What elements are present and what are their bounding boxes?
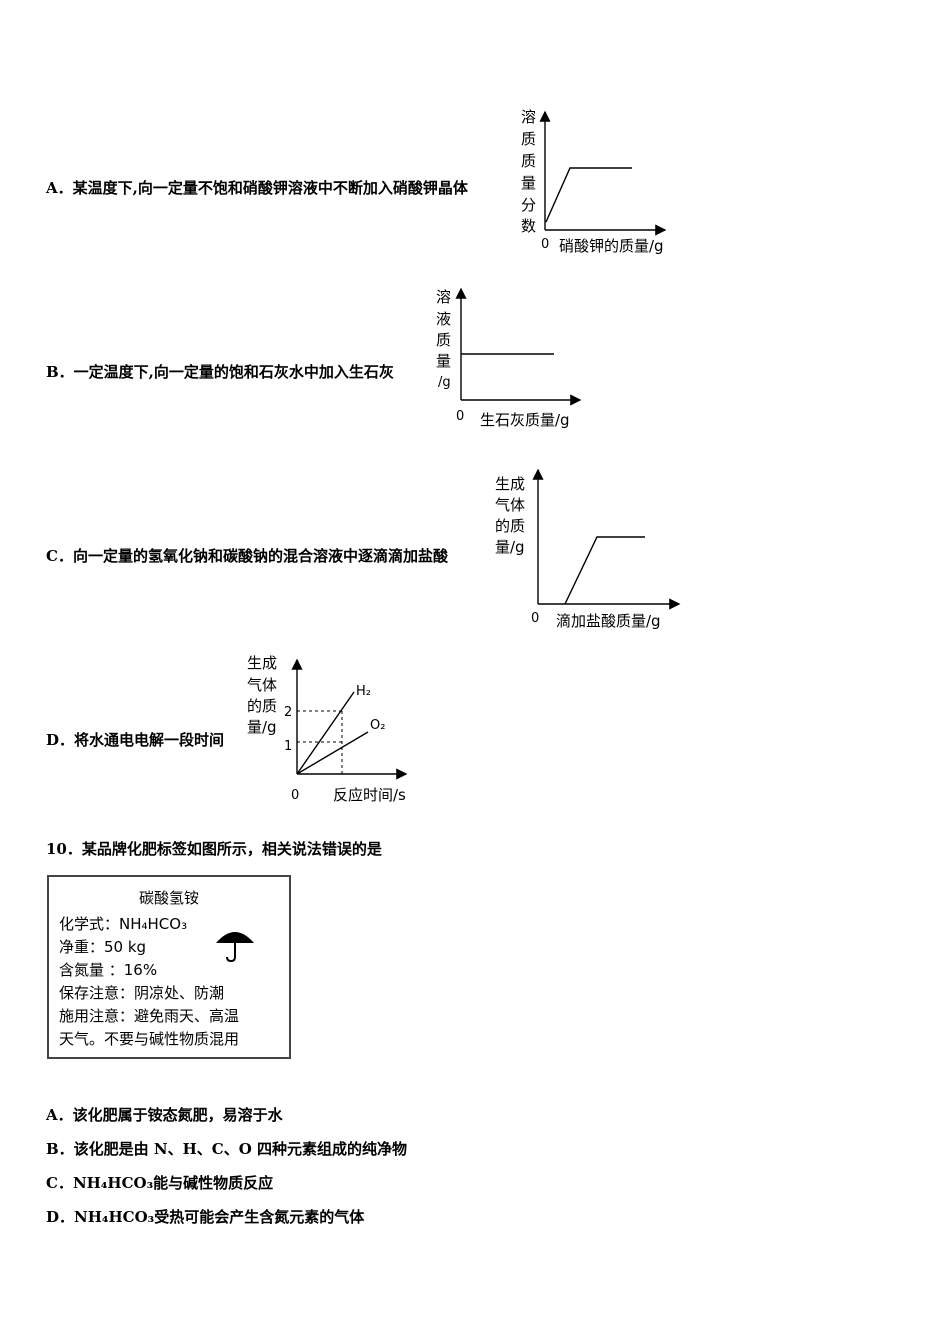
umbrella-icon [216, 932, 254, 963]
chart-d-label-o2: O₂ [370, 718, 385, 733]
chart-b-ylabel-char: 质 [436, 331, 451, 349]
chart-a-ylabel-char: 量 [521, 174, 536, 192]
chart-a-origin: 0 [541, 237, 549, 252]
fertilizer-label-formula: 化学式：NH₄HCO₃ [59, 915, 188, 933]
option-a-text: A．某温度下,向一定量不饱和硝酸钾溶液中不断加入硝酸钾晶体 [46, 179, 468, 197]
chart-d-ylabel-line: 的质 [247, 697, 277, 715]
fertilizer-label: 碳酸氢铵 化学式：NH₄HCO₃ 净重：50 kg 含氮量 ：16% 保存注意：… [47, 875, 291, 1059]
fertilizer-label-usage: 施用注意：避免雨天、高温 [59, 1007, 240, 1025]
fertilizer-label-usage-cont: 天气。不要与碱性物质混用 [59, 1030, 240, 1048]
chart-b-xlabel: 生石灰质量/g [480, 411, 570, 429]
fertilizer-label-weight: 净重：50 kg [59, 938, 147, 956]
chart-d-ylabel-line: 生成 [247, 654, 277, 672]
fertilizer-label-title: 碳酸氢铵 [138, 889, 199, 907]
q10-option-c: C．NH₄HCO₃能与碱性物质反应 [46, 1174, 274, 1192]
chart-b-ylabel-char: /g [438, 375, 451, 390]
chart-c-curve [564, 536, 645, 605]
chart-a-ylabel-char: 分 [521, 196, 536, 214]
chart-a-ylabel-char: 数 [521, 217, 536, 235]
chart-d-ylabel-line: 量/g [247, 718, 277, 736]
chart-d-series-o2 [296, 731, 369, 775]
chart-c-ylabel-line: 的质 [495, 517, 525, 535]
option-d-text: D．将水通电电解一段时间 [46, 731, 225, 749]
chart-d-xlabel: 反应时间/s [333, 786, 406, 804]
chart-c-ylabel-line: 气体 [495, 496, 525, 514]
chart-c-ylabel-line: 生成 [495, 475, 525, 493]
chart-c-origin: 0 [531, 611, 539, 626]
fertilizer-label-nitrogen: 含氮量 ：16% [59, 961, 158, 979]
fertilizer-label-storage: 保存注意：阴凉处、防潮 [59, 984, 225, 1002]
chart-c: 生成 气体 的质 量/g 0 滴加盐酸质量/g [495, 468, 681, 630]
chart-b-ylabel-char: 溶 [436, 288, 451, 306]
chart-d-series-h2 [296, 691, 355, 775]
q10-option-b: B．该化肥是由 N、H、C、O 四种元素组成的纯净物 [46, 1140, 408, 1158]
q10-option-d: D．NH₄HCO₃受热可能会产生含氮元素的气体 [46, 1208, 365, 1226]
chart-d-ylabel: 生成 气体 的质 量/g [247, 654, 277, 736]
chart-d: 2 1 H₂ O₂ 生成 气体 的质 量/g 0 反应时间/s [247, 654, 408, 804]
chart-d-label-h2: H₂ [356, 684, 371, 699]
chart-d-origin: 0 [291, 788, 299, 803]
option-b-text: B．一定温度下,向一定量的饱和石灰水中加入生石灰 [46, 363, 394, 381]
chart-c-ylabel-line: 量/g [495, 538, 525, 556]
question-10-stem: 10．某品牌化肥标签如图所示，相关说法错误的是 [46, 840, 382, 858]
chart-b-origin: 0 [456, 409, 464, 424]
chart-a-curve [545, 167, 632, 223]
chart-d-ytick-2: 2 [284, 705, 292, 720]
chart-c-xlabel: 滴加盐酸质量/g [556, 612, 661, 630]
chart-a-ylabel-char: 溶 [521, 108, 536, 126]
chart-a-xlabel: 硝酸钾的质量/g [559, 237, 664, 255]
chart-c-ylabel: 生成 气体 的质 量/g [495, 475, 525, 556]
chart-a-ylabel: 溶 质 质 量 分 数 [521, 108, 536, 235]
chart-a: 溶 质 质 量 分 数 0 硝酸钾的质量/g [521, 108, 667, 255]
chart-a-ylabel-char: 质 [521, 130, 536, 148]
option-c-text: C．向一定量的氢氧化钠和碳酸钠的混合溶液中逐滴滴加盐酸 [46, 547, 448, 565]
q10-option-a: A．该化肥属于铵态氮肥，易溶于水 [46, 1106, 283, 1124]
chart-a-ylabel-char: 质 [521, 152, 536, 170]
chart-d-ytick-1: 1 [284, 739, 292, 754]
chart-d-ylabel-line: 气体 [247, 676, 277, 694]
chart-b: 溶 液 质 量 /g 0 生石灰质量/g [436, 287, 582, 429]
chart-b-ylabel-char: 量 [436, 352, 451, 370]
chart-b-ylabel-char: 液 [436, 310, 451, 328]
chart-b-ylabel: 溶 液 质 量 /g [436, 288, 451, 390]
